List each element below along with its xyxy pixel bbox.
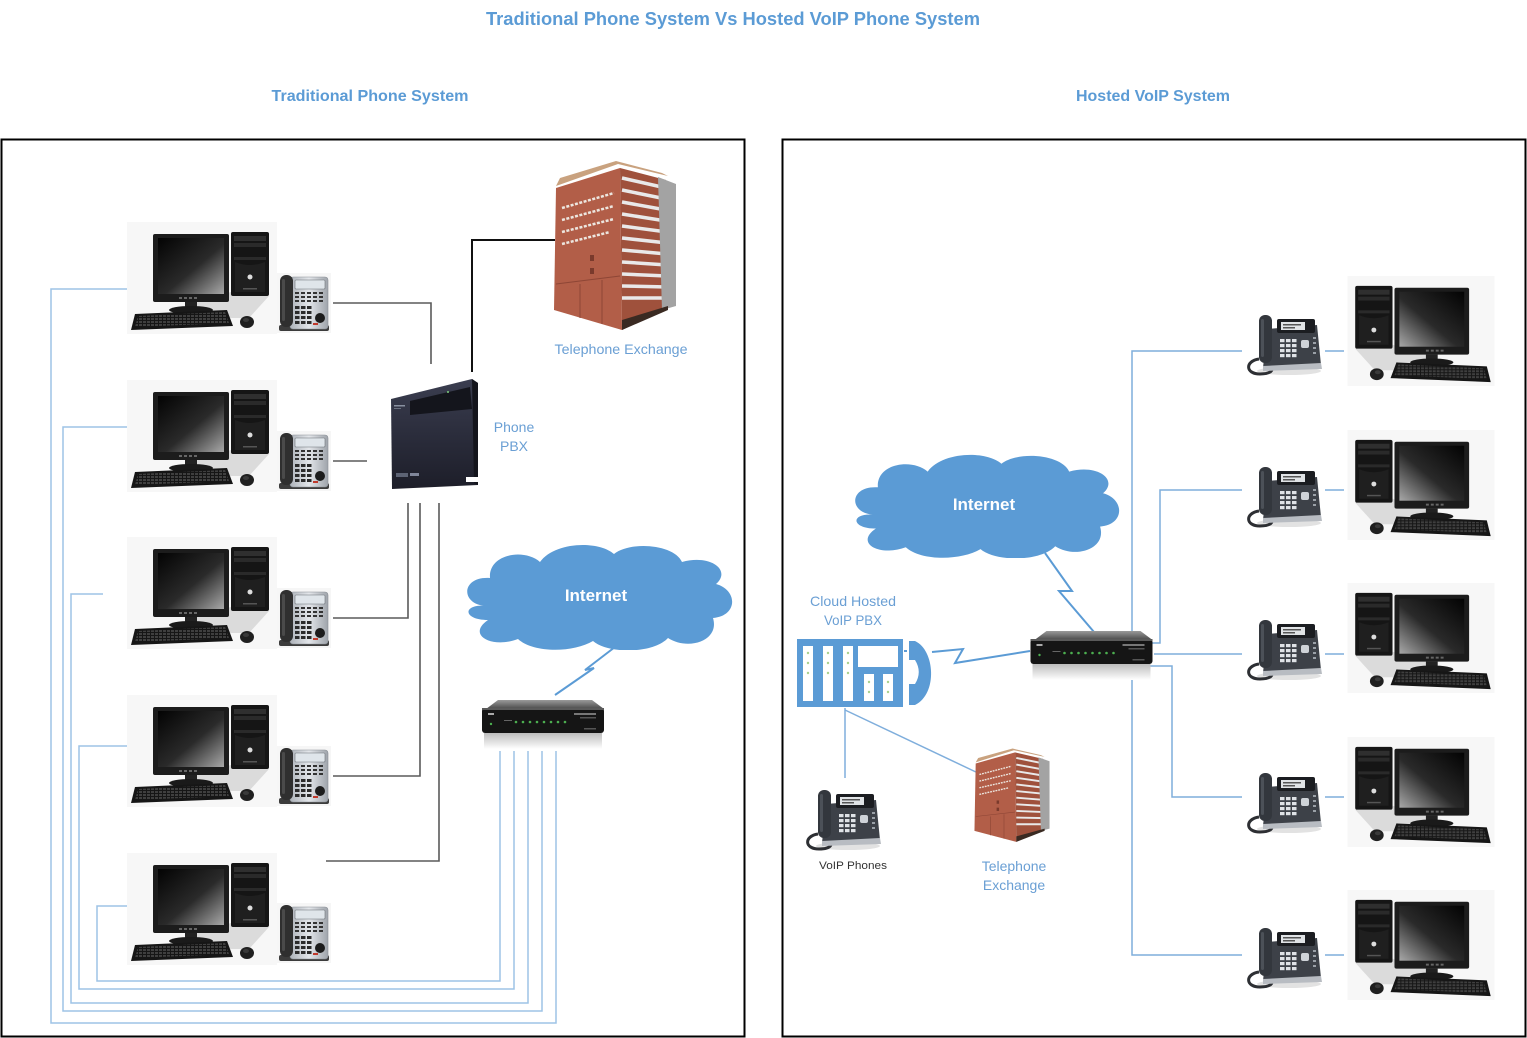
network-line-row-2 [1145, 489, 1242, 644]
telephone-exchange-building-icon [973, 748, 1051, 843]
internet-cloud-label: Internet [565, 586, 628, 605]
cloud-pbx-label-line2: VoIP PBX [824, 612, 883, 628]
telephone-exchange-label-line1: Telephone [982, 858, 1047, 874]
telephone-exchange-building-icon [552, 160, 678, 332]
voip-phone-icon [1247, 313, 1323, 377]
voip-phone-icon [1247, 926, 1323, 990]
desktop-computer-icon [127, 380, 277, 492]
desktop-computer-icon [1347, 583, 1494, 693]
cloud-pbx-exchange-line [844, 709, 979, 774]
wireless-link-bolt [931, 647, 1031, 665]
wireless-link-bolt [1044, 552, 1095, 633]
hosted-panel-frame [781, 138, 1527, 1038]
traditional-data-lines [50, 288, 557, 1024]
desktop-computer-icon [127, 222, 277, 334]
data-line-workstation-4 [78, 745, 515, 990]
desktop-computer-icon [1347, 890, 1494, 1000]
page-title: Traditional Phone System Vs Hosted VoIP … [486, 9, 980, 29]
desktop-computer-icon [1347, 276, 1494, 386]
hosted-panel-heading: Hosted VoIP System [1076, 88, 1230, 105]
pbx-exchange-trunk-line [471, 239, 555, 372]
desk-phone-icon [277, 273, 331, 333]
traditional-phone-lines [326, 239, 555, 862]
pbx-label-line2: PBX [500, 438, 529, 454]
data-line-workstation-1 [50, 288, 557, 1024]
desktop-computer-icon [127, 853, 277, 965]
network-line-row-4 [1130, 665, 1242, 798]
desktop-computer-icon [127, 695, 277, 807]
cloud-pbx-icon [797, 639, 932, 707]
phone-line-1 [333, 302, 432, 364]
telephone-exchange-label: Telephone Exchange [555, 341, 688, 357]
voip-phone-icon [1247, 618, 1323, 682]
traditional-panel-heading: Traditional Phone System [272, 88, 469, 105]
voip-phone-icon [1247, 465, 1323, 529]
cloud-pbx-label-line1: Cloud Hosted [810, 593, 896, 609]
desk-phone-icon [277, 903, 331, 963]
router-icon [482, 700, 604, 749]
desk-phone-icon [277, 746, 331, 806]
data-line-workstation-5 [96, 751, 501, 982]
traditional-panel-frame [0, 138, 746, 1038]
pbx-unit-icon [391, 379, 478, 489]
phone-line-3 [333, 503, 409, 619]
desk-phone-icon [277, 431, 331, 491]
telephone-exchange-label-line2: Exchange [983, 877, 1045, 893]
desk-phone-icon [277, 588, 331, 648]
voip-phone-icon [1247, 771, 1323, 835]
desktop-computer-icon [127, 537, 277, 649]
pbx-label-line1: Phone [494, 419, 535, 435]
voip-phones-label: VoIP Phones [819, 860, 888, 872]
wireless-link-bolt [554, 646, 616, 696]
data-line-workstation-3 [70, 593, 529, 1004]
phone-line-4 [333, 503, 421, 777]
desktop-computer-icon [1347, 737, 1494, 847]
phone-line-5 [326, 503, 440, 862]
internet-cloud-label: Internet [953, 495, 1016, 514]
desktop-computer-icon [1347, 430, 1494, 540]
router-icon [1030, 631, 1153, 680]
data-line-workstation-2 [62, 426, 543, 1012]
voip-phone-icon [806, 788, 882, 852]
